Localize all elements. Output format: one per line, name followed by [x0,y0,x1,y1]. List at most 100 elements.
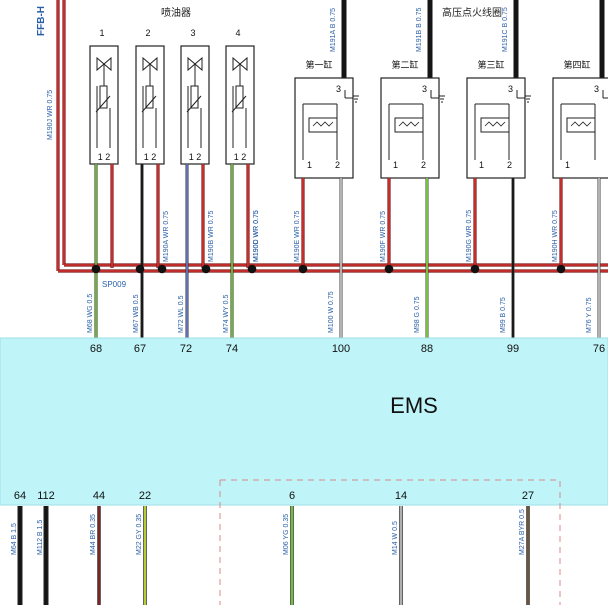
injector-number: 3 [190,28,195,38]
injector-signal-label: M68 WG 0.5 [87,294,94,333]
bottom-wire-label: M112 B 1.5 [37,520,44,555]
coil-pin1: 1 [479,160,484,170]
coil-group-title: 高压点火线圈 [442,6,502,19]
feed-wire-label: M190J WR 0.75 [47,90,54,140]
coil-winding [480,117,510,133]
injector-coil [145,85,154,109]
ems-bottom-pin-112: 112 [37,490,55,502]
ems-block [0,337,608,506]
junction-dot [556,264,566,274]
winding-zigzag [570,121,592,127]
coil-pin1: 1 [393,160,398,170]
injector-signal-label: M67 WB 0.5 [133,294,140,333]
ems-bottom-pin-27: 27 [522,490,534,502]
ground-icon [353,95,359,103]
coil-feed-label: M190E WR 0.75 [294,211,301,262]
coil-name: 第四缸 [563,59,590,70]
bottom-wire-label: M06 YG 0.35 [283,514,290,555]
junction-dot [157,264,167,274]
ems-top-pin-100: 100 [332,343,350,355]
valve-symbol [96,56,112,72]
injector-pins: 1 2 [144,152,157,162]
injector-coil [235,85,244,109]
coil-pin2: 2 [507,160,512,170]
injector-coil [190,85,199,109]
coil-name: 第一缸 [305,59,332,70]
coil-pin2: 2 [421,160,426,170]
coil-feed-label: M190F WR 0.75 [380,211,387,262]
coil-winding [308,117,338,133]
junction-dot [384,264,394,274]
coil-pin1: 1 [307,160,312,170]
ems-bottom-pin-22: 22 [139,490,151,502]
coil-signal-label: M99 B 0.75 [500,297,507,333]
coil-diagonal [231,95,247,113]
coil-diagonal [95,95,111,113]
coil-diagonal [186,95,202,113]
junction-dot [247,264,257,274]
coil-signal-label: M98 G 0.75 [414,296,421,333]
injector-group-title: 喷油器 [161,6,191,19]
valve-symbol [142,56,158,72]
injector-number: 1 [99,28,104,38]
ground-icon [439,95,445,103]
ems-bottom-pin-44: 44 [93,490,105,502]
ems-top-pin-74: 74 [226,343,238,355]
ems-bottom-pin-64: 64 [14,490,26,502]
coil-top-wire-label: M191C B 0.75 [502,7,509,52]
winding-zigzag [312,121,334,127]
injector-pins: 1 2 [98,152,111,162]
ffb-label: FFB-H [36,6,47,36]
dashed-frame [219,479,561,605]
injector-feed-label: M190C WR 0.75 [253,210,260,262]
coil-signal-label: M100 W 0.75 [328,291,335,333]
coil-pin3: 3 [336,84,341,94]
injector-number: 2 [145,28,150,38]
coil-diagonal [141,95,157,113]
injector-1: 1 1 2 M68 WG 0.5 [87,28,119,338]
bottom-wire-label: M64 B 1.5 [11,523,18,555]
coil-signal-label: M76 Y 0.75 [586,297,593,333]
splice-label: SP009 [102,280,127,289]
injector-feed-label: M190B WR 0.75 [208,211,215,262]
bottom-wire-label: M14 W 0.5 [392,521,399,555]
coil-top-wire-label: M191A B 0.75 [330,8,337,52]
coil-feed-label: M190G WR 0.75 [466,210,473,262]
coil-pin1: 1 [565,160,570,170]
ems-top-pin-67: 67 [134,343,146,355]
injector-number: 4 [235,28,240,38]
coil-pin2: 2 [335,160,340,170]
injector-pins: 1 2 [234,152,247,162]
ems-top-pin-76: 76 [593,343,605,355]
coil-name: 第三缸 [477,59,504,70]
junction-dot [135,264,145,274]
junction-dot [298,264,308,274]
coil-pin3: 3 [594,84,599,94]
coil-winding [394,117,424,133]
injector-extra-feed-label: M190D WR 0.75 [253,210,260,262]
coil-pin3: 3 [422,84,427,94]
ems-bottom-pin-6: 6 [289,490,295,502]
ems-label: EMS [390,393,438,418]
feed-bus [56,0,608,273]
ems-top-pin-88: 88 [421,343,433,355]
injector-coil [99,85,108,109]
ems-bottom-pin-14: 14 [395,490,407,502]
coil-name: 第二缸 [391,59,418,70]
junction-dot [201,264,211,274]
junction-dot [91,264,101,274]
winding-zigzag [398,121,420,127]
ems-top-pin-72: 72 [180,343,192,355]
coil-top-wire-label: M191B B 0.75 [416,8,423,52]
valve-symbol [232,56,248,72]
bottom-wire-label: M27A BYR 0.5 [519,509,526,555]
coil-pin3: 3 [508,84,513,94]
